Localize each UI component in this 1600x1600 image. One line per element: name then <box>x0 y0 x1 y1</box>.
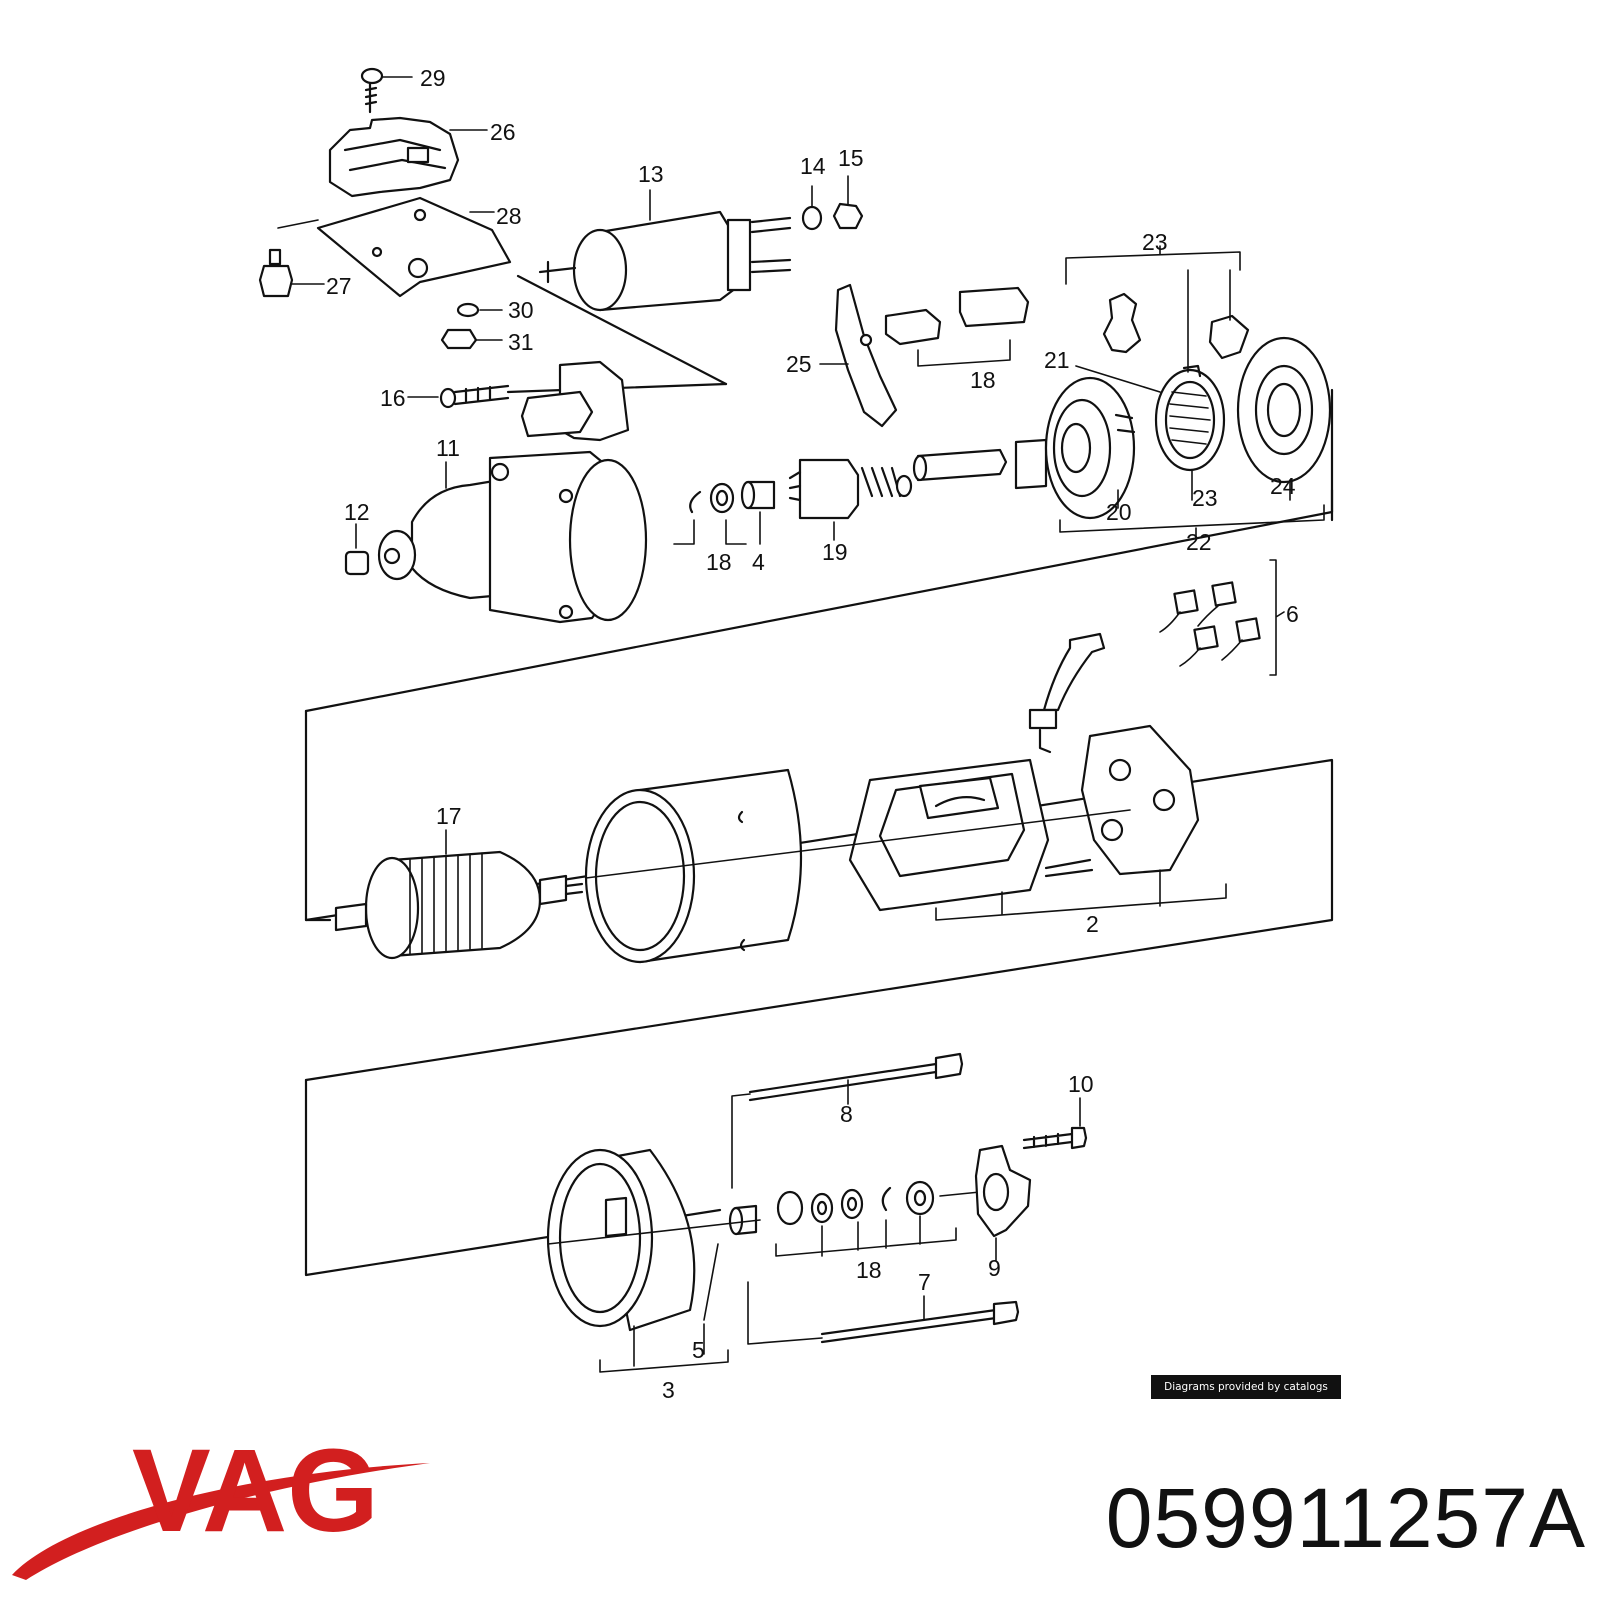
group-brackets-row1 <box>1059 245 1325 539</box>
callout-27: 27 <box>326 273 352 299</box>
cover-26 <box>328 116 488 198</box>
end-cap-9 <box>974 1144 1032 1261</box>
callout-11: 11 <box>436 435 460 461</box>
callout-5: 5 <box>692 1337 705 1363</box>
ring-clip-washers-18 <box>673 482 747 545</box>
callout-22: 22 <box>1186 529 1212 555</box>
callout-18-brush-holder: 18 <box>970 367 996 393</box>
bolt-27 <box>258 248 325 298</box>
vag-logo-wordmark: VAG <box>132 1435 379 1557</box>
callout-12: 12 <box>344 499 370 525</box>
group-brackets-row2 <box>585 809 1227 921</box>
washer-30-nut-31 <box>440 302 503 350</box>
callout-13: 13 <box>638 161 664 187</box>
end-cap-24 <box>1236 336 1332 501</box>
callout-17: 17 <box>436 803 462 829</box>
end-frame-bracket <box>520 360 630 442</box>
vag-logo: VAG <box>12 1435 430 1580</box>
callout-28: 28 <box>496 203 522 229</box>
armature-17 <box>334 829 584 960</box>
callout-23-top: 23 <box>1142 229 1168 255</box>
callout-8: 8 <box>840 1101 853 1127</box>
screw-29 <box>360 67 413 114</box>
callout-30: 30 <box>508 297 534 323</box>
callout-25: 25 <box>786 351 812 377</box>
solenoid-13 <box>516 189 792 386</box>
callout-15: 15 <box>838 145 864 171</box>
callout-6: 6 <box>1286 601 1299 627</box>
callout-4: 4 <box>752 549 765 575</box>
brush-set-6 <box>1159 559 1285 676</box>
callout-16: 16 <box>380 385 406 411</box>
pinion-drive-19 <box>788 458 913 541</box>
callout-10: 10 <box>1068 1071 1094 1097</box>
callout-23-bottom: 23 <box>1192 485 1218 511</box>
callout-14: 14 <box>800 153 826 179</box>
callout-3: 3 <box>662 1377 675 1403</box>
callout-19: 19 <box>822 539 848 565</box>
callout-18-drive: 18 <box>706 549 732 575</box>
callout-2: 2 <box>1086 911 1099 937</box>
part-number: 059911257A <box>1105 1471 1586 1565</box>
bushing-12 <box>344 523 370 576</box>
callout-18-end: 18 <box>856 1257 882 1283</box>
through-bolt-8 <box>731 1052 964 1189</box>
diagram-credit-label: Diagrams provided by catalogs parts <box>1151 1375 1341 1417</box>
field-lead <box>1028 632 1106 754</box>
bushing-5 <box>703 1204 758 1321</box>
field-coils <box>848 758 1050 912</box>
drive-housing-11 <box>377 450 648 624</box>
commutator-end-20-21 <box>1044 376 1136 520</box>
bushing-4 <box>740 480 776 545</box>
washer-14-nut-15 <box>801 175 864 231</box>
group-brackets-row3 <box>547 1219 761 1373</box>
callout-21: 21 <box>1044 347 1070 373</box>
brush-plate-assembly <box>1044 724 1200 878</box>
washers-18 <box>775 1180 981 1257</box>
callout-24: 24 <box>1270 473 1296 499</box>
callout-7: 7 <box>918 1269 931 1295</box>
callout-26: 26 <box>490 119 516 145</box>
callout-labels: 29 26 28 27 30 31 13 14 15 16 11 12 25 1… <box>326 65 1299 1403</box>
callout-20: 20 <box>1106 499 1132 525</box>
through-bolt-7 <box>747 1281 1020 1345</box>
armature-shaft-end <box>912 438 1048 490</box>
bearing-23 <box>1102 292 1250 472</box>
callout-9: 9 <box>988 1255 1001 1281</box>
bracket-28 <box>277 196 512 298</box>
end-shield-3 <box>546 1148 696 1332</box>
screw-10 <box>1022 1097 1088 1150</box>
yoke-housing <box>584 768 803 964</box>
callout-31: 31 <box>508 329 534 355</box>
callout-29: 29 <box>420 65 446 91</box>
fork-lever-25 <box>819 283 898 428</box>
brush-holders-18 <box>884 286 1030 367</box>
